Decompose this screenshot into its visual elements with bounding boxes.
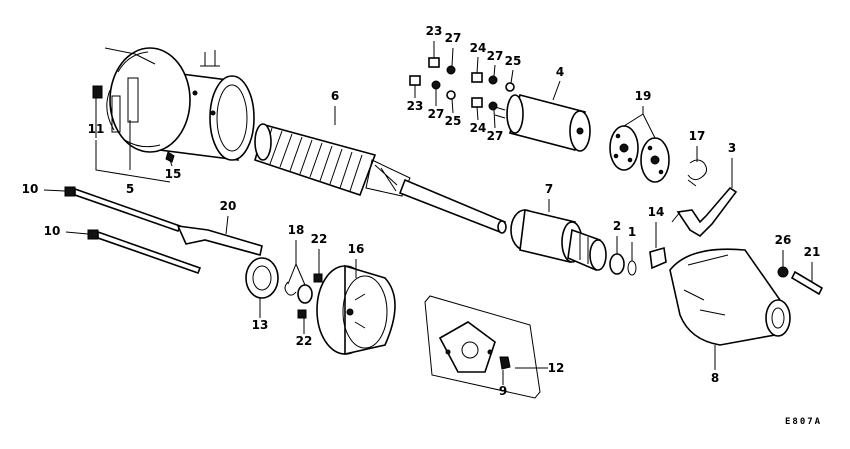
part-label-25: 25	[445, 114, 462, 128]
part-label-27: 27	[487, 49, 504, 63]
part-label-27: 27	[428, 107, 445, 121]
part-label-12: 12	[548, 361, 565, 375]
part-label-20: 20	[220, 199, 237, 213]
part-label-3: 3	[728, 141, 736, 155]
part-label-15: 15	[165, 167, 182, 181]
solenoid-part-4	[494, 94, 591, 152]
brush-spring-part-9	[499, 356, 511, 370]
part-label-25: 25	[505, 54, 522, 68]
part-label-10: 10	[22, 182, 39, 196]
bolt-part-22-b	[297, 309, 307, 319]
nut-washer-cluster	[409, 57, 515, 111]
part-label-23: 23	[407, 99, 424, 113]
part-label-22: 22	[296, 334, 313, 348]
part-label-24: 24	[470, 121, 487, 135]
brush-part-11	[92, 85, 103, 99]
part-label-22: 22	[311, 232, 328, 246]
part-label-2: 2	[613, 219, 621, 233]
part-label-27: 27	[487, 129, 504, 143]
part-label-8: 8	[711, 371, 719, 385]
washer-part-26	[777, 266, 789, 278]
snap-ring-part-1	[627, 260, 637, 276]
end-cover-part-16	[316, 264, 396, 355]
part-label-21: 21	[804, 245, 821, 259]
shift-lever-part-3	[671, 186, 738, 238]
seal-part-13	[245, 257, 279, 299]
overrunning-clutch-part-7	[510, 209, 607, 272]
plate-part-19-b	[640, 137, 670, 183]
part-label-14: 14	[648, 205, 665, 219]
part-label-17: 17	[689, 129, 706, 143]
yoke-housing-part-5	[104, 47, 255, 161]
diagram-code: E807A	[785, 417, 822, 427]
part-label-4: 4	[556, 65, 564, 79]
brush-holder-part-12	[424, 295, 541, 399]
stop-collar-part-2	[609, 253, 625, 275]
through-bolt-part-10-a	[64, 186, 182, 233]
part-label-24: 24	[470, 41, 487, 55]
bracket-part-20	[176, 225, 263, 256]
part-label-11: 11	[88, 122, 105, 136]
part-label-1: 1	[628, 225, 636, 239]
through-bolt-part-10-b	[87, 229, 202, 275]
spring-part-17	[687, 159, 708, 187]
part-label-18: 18	[288, 223, 305, 237]
drive-end-housing-part-8	[669, 248, 791, 346]
leader-lines	[43, 41, 813, 385]
armature-part-6	[254, 123, 507, 234]
part-label-13: 13	[252, 318, 269, 332]
part-label-5: 5	[126, 182, 134, 196]
bolt-part-22-a	[313, 273, 323, 283]
bolt-part-21	[790, 270, 824, 296]
part-label-16: 16	[348, 242, 365, 256]
retainer-part-18	[284, 281, 313, 304]
part-label-19: 19	[635, 89, 652, 103]
part-label-27: 27	[445, 31, 462, 45]
part-label-26: 26	[775, 233, 792, 247]
part-label-6: 6	[331, 89, 339, 103]
screw-part-15	[165, 151, 175, 163]
part-label-7: 7	[545, 182, 553, 196]
part-label-9: 9	[499, 384, 507, 398]
dust-cover-part-14	[649, 246, 667, 270]
part-label-10: 10	[44, 224, 61, 238]
plate-part-19-a	[609, 125, 639, 171]
part-label-23: 23	[426, 24, 443, 38]
